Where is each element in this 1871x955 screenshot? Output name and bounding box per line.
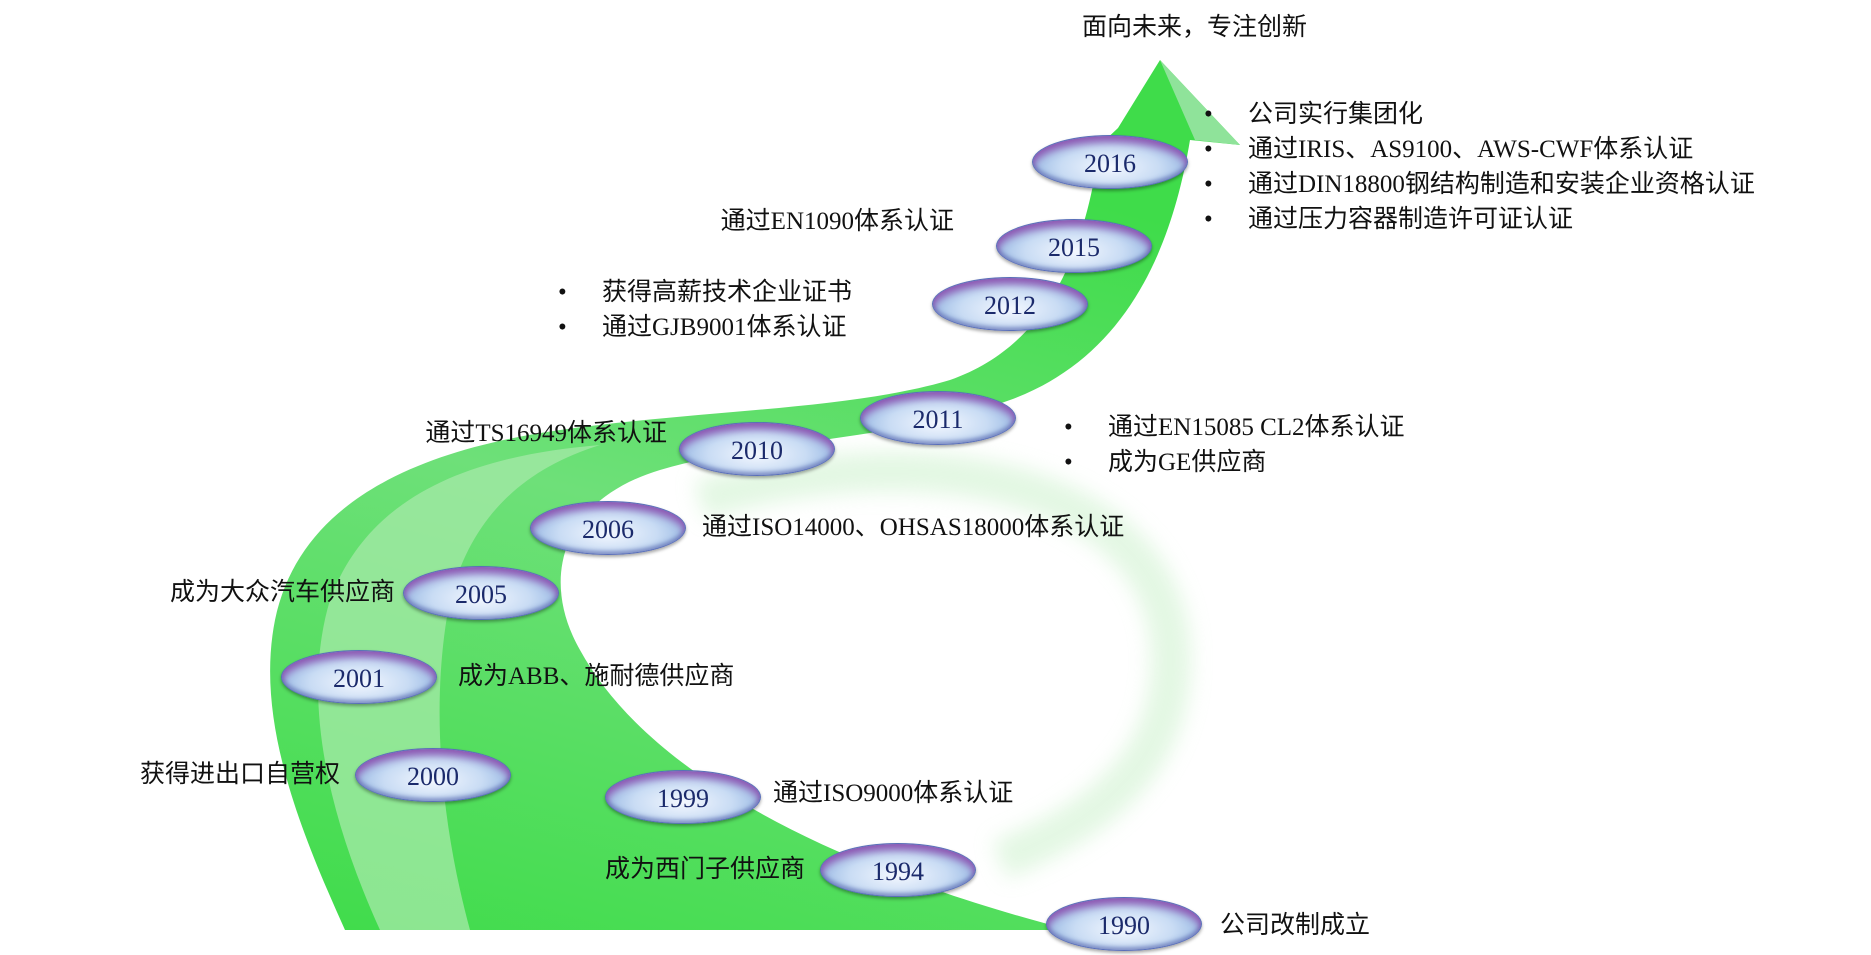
- bullet: •: [1204, 206, 1213, 233]
- bullet: •: [1204, 101, 1213, 128]
- arrow-body: [270, 60, 1240, 930]
- ghost-loop: [694, 451, 1191, 879]
- bullet: •: [1204, 171, 1213, 198]
- slogan-title: 面向未来，专注创新: [1082, 14, 1308, 41]
- milestone-text: 通过GJB9001体系认证: [602, 314, 847, 341]
- year-badge-2011: 2011: [860, 391, 1016, 445]
- year-badge-2010: 2010: [679, 422, 835, 476]
- year-badge-2001: 2001: [281, 650, 437, 704]
- milestone-text: 通过压力容器制造许可证认证: [1248, 206, 1574, 233]
- bullet: •: [1204, 136, 1213, 163]
- milestone-2001-text: 成为ABB、施耐德供应商: [458, 663, 735, 690]
- milestone-1999-text: 通过ISO9000体系认证: [773, 780, 1014, 807]
- milestone-2010-text: 通过TS16949体系认证: [425, 420, 667, 447]
- milestone-text: 公司实行集团化: [1248, 101, 1424, 128]
- bullet: •: [558, 279, 567, 306]
- milestone-2006-text: 通过ISO14000、OHSAS18000体系认证: [702, 514, 1125, 541]
- arrow-head-shade: [1160, 60, 1240, 145]
- year-badge-2006: 2006: [530, 501, 686, 555]
- milestone-text: 成为GE供应商: [1108, 449, 1267, 476]
- milestone-text: 通过DIN18800钢结构制造和安装企业资格认证: [1248, 171, 1755, 198]
- bullet: •: [1064, 449, 1073, 476]
- year-badge-1999: 1999: [605, 770, 761, 824]
- year-badge-2000: 2000: [355, 748, 511, 802]
- milestone-2011-list: • 通过EN15085 CL2体系认证 • 成为GE供应商: [1064, 410, 1405, 480]
- year-badge-2005: 2005: [403, 566, 559, 620]
- milestone-2012-list: • 获得高薪技术企业证书 • 通过GJB9001体系认证: [558, 275, 852, 345]
- year-badge-2012: 2012: [932, 277, 1088, 331]
- bullet: •: [1064, 414, 1073, 441]
- year-badge-1990: 1990: [1046, 897, 1202, 951]
- milestone-2016-list: • 公司实行集团化 • 通过IRIS、AS9100、AWS-CWF体系认证 • 通过D…: [1204, 97, 1755, 237]
- arrow-highlight: [318, 445, 600, 930]
- milestone-text: 通过EN15085 CL2体系认证: [1108, 414, 1405, 441]
- milestone-2000-text: 获得进出口自营权: [139, 761, 340, 788]
- bullet: •: [558, 314, 567, 341]
- milestone-1994-text: 成为西门子供应商: [604, 856, 805, 883]
- milestone-2015-text: 通过EN1090体系认证: [720, 208, 954, 235]
- milestone-text: 获得高薪技术企业证书: [602, 279, 853, 306]
- milestone-2005-text: 成为大众汽车供应商: [169, 579, 395, 606]
- milestone-1990-text: 公司改制成立: [1220, 912, 1371, 939]
- year-badge-1994: 1994: [820, 843, 976, 897]
- milestone-text: 通过IRIS、AS9100、AWS-CWF体系认证: [1248, 136, 1694, 163]
- year-badge-2016: 2016: [1032, 135, 1188, 189]
- year-badge-2015: 2015: [996, 219, 1152, 273]
